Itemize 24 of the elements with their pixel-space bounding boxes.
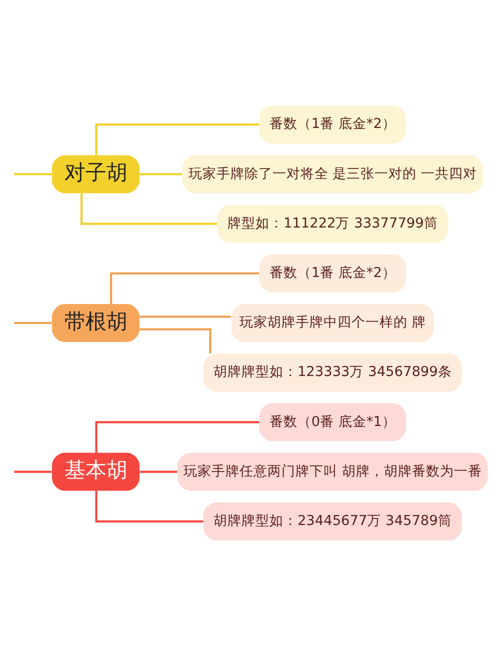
connector <box>139 470 177 472</box>
node-box: 番数（0番 底金*1） <box>258 402 406 441</box>
connector <box>80 192 216 224</box>
node-box: 玩家手牌任意两门牌下叫 胡牌，胡牌番数为一番 <box>177 452 488 490</box>
node-box: 番数（1番 底金*2） <box>258 105 406 144</box>
connector <box>94 490 203 522</box>
node-box: 番数（1番 底金*2） <box>258 254 406 292</box>
connector <box>94 123 259 155</box>
connector <box>14 321 52 324</box>
node-box: 基本胡 <box>51 452 140 490</box>
connector <box>14 172 52 175</box>
node-box: 牌型如：111222万 33377799筒 <box>216 204 448 242</box>
connector <box>110 272 259 304</box>
connector <box>139 328 211 353</box>
connector <box>139 315 230 318</box>
node-box: 玩家手牌除了一对将全 是三张一对的 一共四对 <box>182 154 483 193</box>
connector <box>94 420 259 452</box>
node-box: 玩家胡牌手牌中四个一样的 牌 <box>230 304 434 342</box>
node-box: 胡牌牌型如：23445677万 345789筒 <box>202 502 462 540</box>
node-box: 带根胡 <box>51 304 140 342</box>
connector <box>14 470 52 472</box>
node-box: 对子胡 <box>51 154 140 193</box>
node-box: 胡牌牌型如：123333万 34567899条 <box>202 353 462 392</box>
connector <box>139 172 182 175</box>
